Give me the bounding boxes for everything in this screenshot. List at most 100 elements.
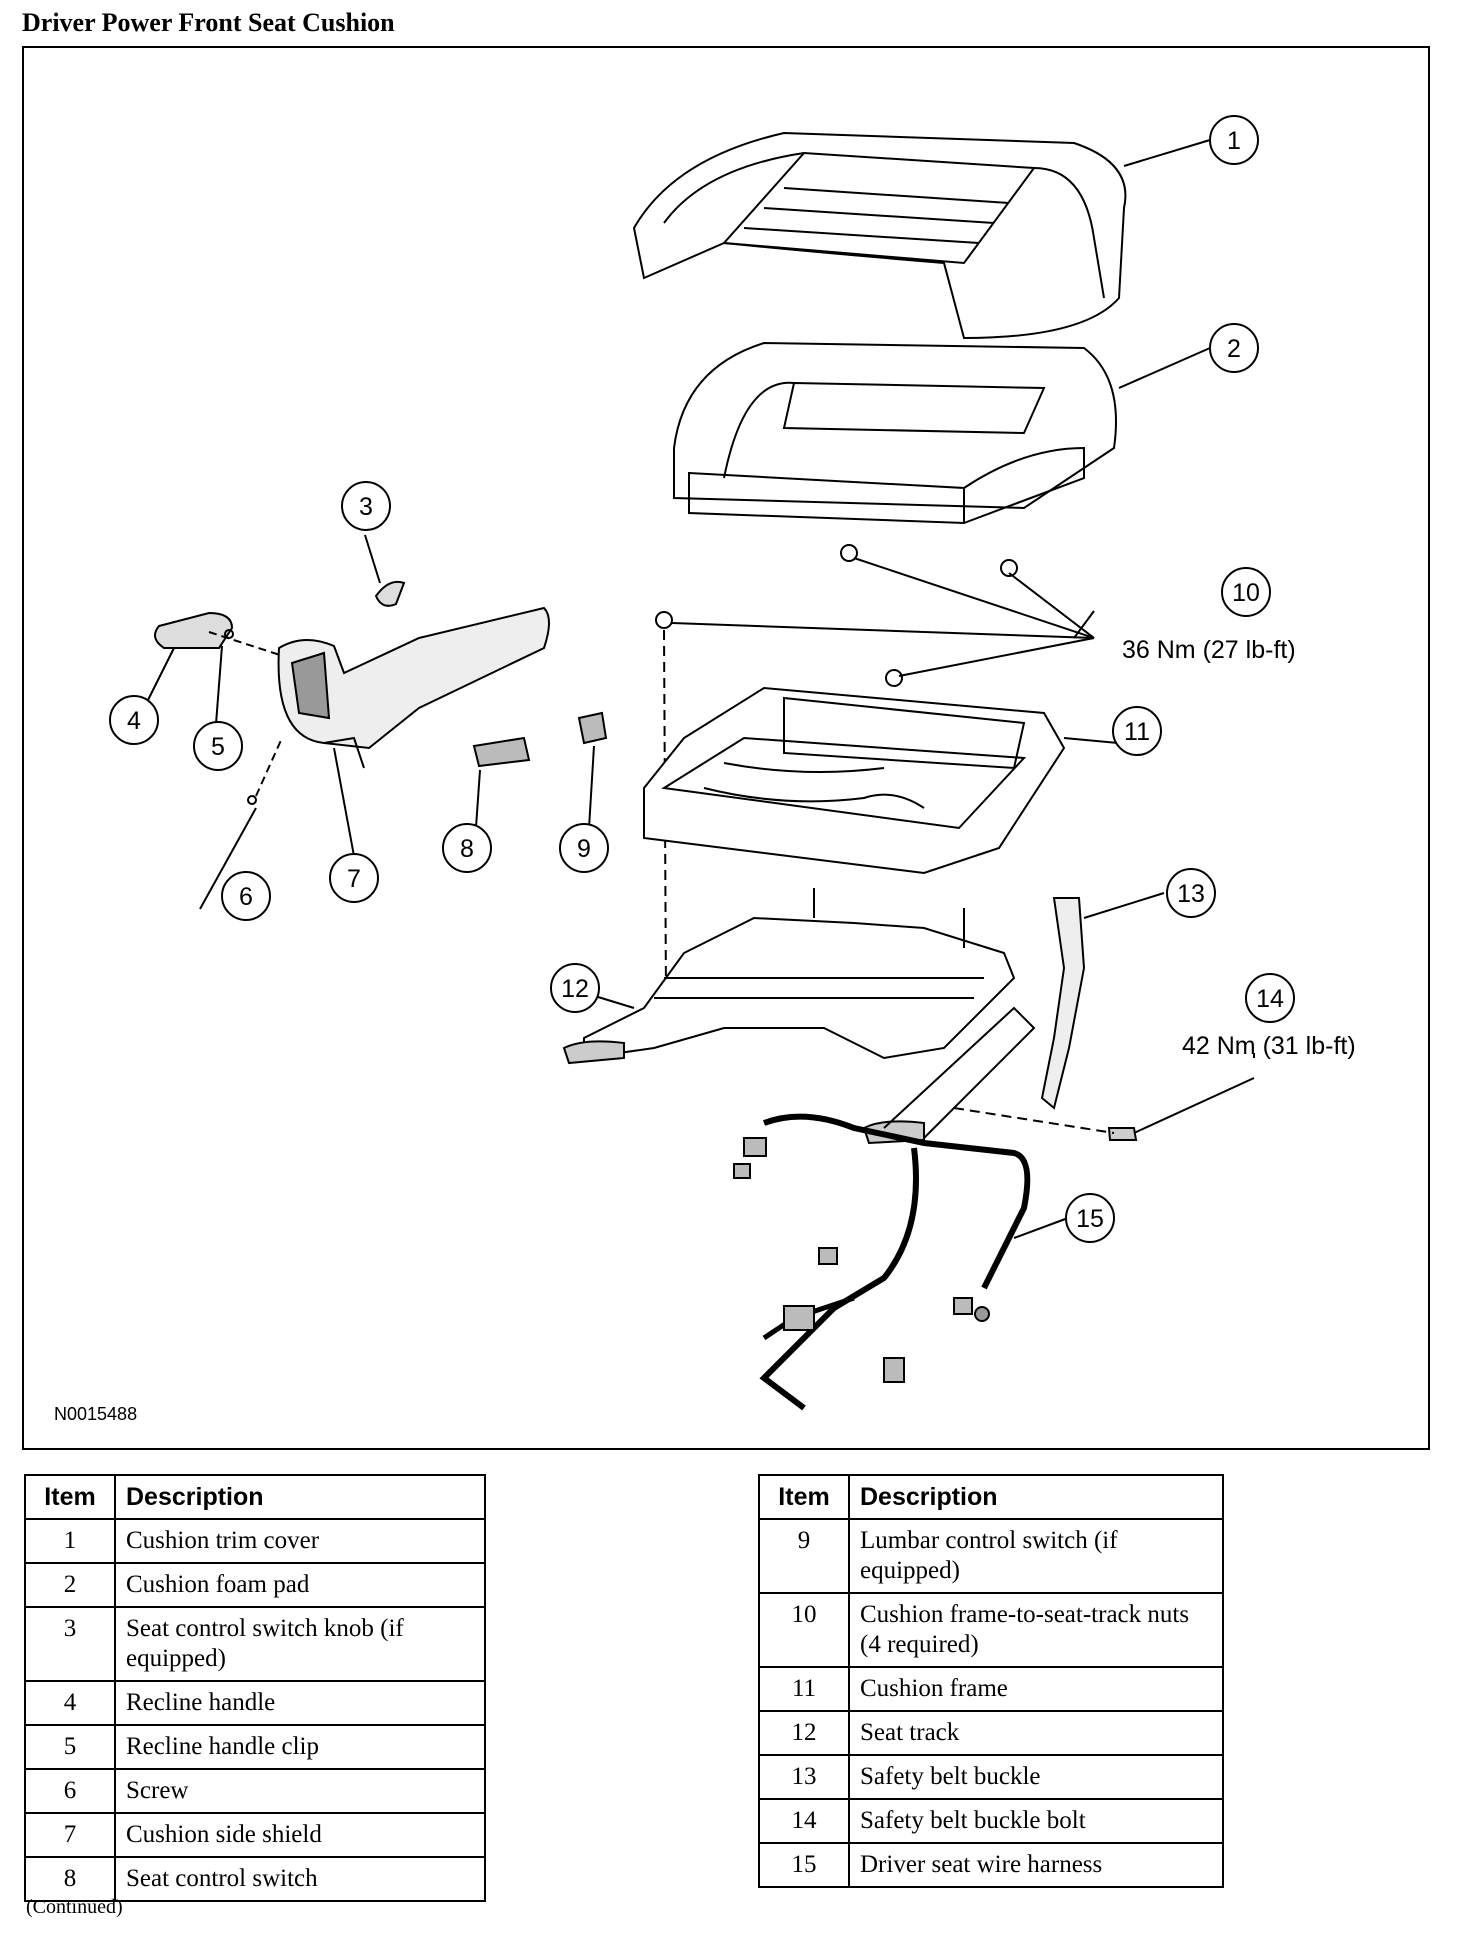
- cushion-frame-part: [643, 686, 1066, 875]
- item-description: Seat control switch: [114, 1856, 486, 1902]
- callout-12: 12: [550, 963, 600, 1013]
- item-number: 10: [758, 1592, 850, 1668]
- screw-part: [247, 795, 257, 805]
- callout-6: 6: [221, 871, 271, 921]
- callout-number: 15: [1076, 1205, 1104, 1233]
- callout-circle: [1065, 1193, 1115, 1243]
- callout-4: 4: [109, 695, 159, 745]
- callout-circle: [341, 481, 391, 531]
- callout-circle: [1112, 706, 1162, 756]
- item-number: 11: [758, 1666, 850, 1712]
- continued-note: (Continued): [26, 1896, 123, 1918]
- callout-number: 5: [211, 733, 225, 761]
- wire-harness-part: [733, 1113, 1031, 1411]
- callout-circle: [1221, 567, 1271, 617]
- callout-circle: [442, 823, 492, 873]
- callout-circle: [329, 853, 379, 903]
- callout-circle: [1209, 323, 1259, 373]
- page-title: Driver Power Front Seat Cushion: [22, 8, 395, 37]
- callout-circle: [1209, 115, 1259, 165]
- callout-number: 12: [561, 975, 589, 1003]
- seat-control-switch-part: [472, 736, 531, 768]
- item-number: 14: [758, 1798, 850, 1844]
- callout-number: 4: [127, 707, 141, 735]
- cushion-side-shield-part: [277, 606, 550, 769]
- description-header: Description: [848, 1474, 1224, 1520]
- callout-number: 11: [1124, 718, 1150, 746]
- item-number: 6: [24, 1768, 116, 1814]
- item-description: Driver seat wire harness: [848, 1842, 1224, 1888]
- item-description: Cushion frame: [848, 1666, 1224, 1712]
- callout-5: 5: [193, 721, 243, 771]
- callout-13: 13: [1166, 868, 1216, 918]
- callout-number: 2: [1227, 335, 1241, 363]
- callout-3: 3: [341, 481, 391, 531]
- callout-number: 8: [460, 835, 474, 863]
- item-number: 2: [24, 1562, 116, 1608]
- callout-number: 7: [347, 865, 361, 893]
- callout-circle: [559, 823, 609, 873]
- description-header: Description: [114, 1474, 486, 1520]
- item-number: 7: [24, 1812, 116, 1858]
- callout-circle: [550, 963, 600, 1013]
- callout-number: 10: [1232, 579, 1260, 607]
- item-number: 15: [758, 1842, 850, 1888]
- item-description: Safety belt buckle bolt: [848, 1798, 1224, 1844]
- item-description: Screw: [114, 1768, 486, 1814]
- item-number: 12: [758, 1710, 850, 1756]
- torque-spec-bolt: 42 Nm (31 lb-ft): [1182, 1032, 1356, 1060]
- callout-2: 2: [1209, 323, 1259, 373]
- figure-code: N0015488: [54, 1404, 137, 1424]
- item-header: Item: [758, 1474, 850, 1520]
- callout-number: 6: [239, 883, 253, 911]
- callout-circle: [1245, 973, 1295, 1023]
- buckle-bolt-part: [1107, 1127, 1138, 1141]
- lumbar-switch-part: [577, 711, 608, 745]
- item-number: 1: [24, 1518, 116, 1564]
- torque-spec-nuts: 36 Nm (27 lb-ft): [1122, 636, 1296, 664]
- callout-number: 9: [577, 835, 591, 863]
- item-description: Cushion foam pad: [114, 1562, 486, 1608]
- recline-handle-part: [154, 611, 234, 649]
- item-number: 13: [758, 1754, 850, 1800]
- callout-circle: [221, 871, 271, 921]
- callout-number: 3: [359, 493, 373, 521]
- callout-circle: [109, 695, 159, 745]
- safety-belt-buckle-part: [1040, 897, 1086, 1110]
- item-description: Recline handle clip: [114, 1724, 486, 1770]
- item-description: Safety belt buckle: [848, 1754, 1224, 1800]
- item-description: Lumbar control switch (if equipped): [848, 1518, 1224, 1594]
- cushion-foam-pad-part: [673, 341, 1117, 525]
- callout-10: 10: [1221, 567, 1271, 617]
- item-description: Recline handle: [114, 1680, 486, 1726]
- callout-15: 15: [1065, 1193, 1115, 1243]
- item-description: Cushion side shield: [114, 1812, 486, 1858]
- callout-7: 7: [329, 853, 379, 903]
- item-number: 4: [24, 1680, 116, 1726]
- item-description: Seat control switch knob (if equipped): [114, 1606, 486, 1682]
- callout-14: 14: [1245, 973, 1295, 1023]
- item-description: Seat track: [848, 1710, 1224, 1756]
- switch-knob-part: [374, 580, 406, 607]
- callout-number: 14: [1256, 985, 1284, 1013]
- item-description: Cushion frame-to-seat-track nuts (4 requ…: [848, 1592, 1224, 1668]
- item-number: 8: [24, 1856, 116, 1902]
- item-description: Cushion trim cover: [114, 1518, 486, 1564]
